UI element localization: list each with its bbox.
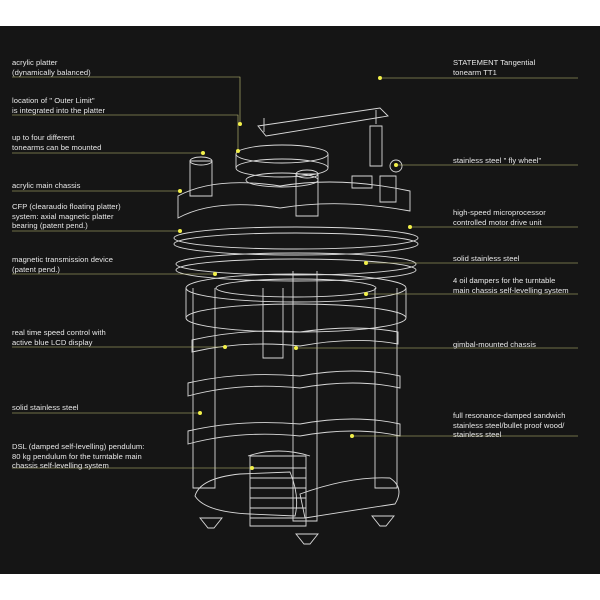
foot-left (199, 517, 223, 529)
post-left (189, 160, 213, 197)
platter-top (235, 144, 329, 164)
ring-band-4 (187, 418, 401, 445)
tonearm-pillar (369, 125, 383, 167)
acrylic-chassis (177, 181, 411, 219)
post-right (379, 175, 397, 203)
ring-band-2 (191, 327, 399, 353)
fly-wheel (389, 159, 403, 173)
platter-base (245, 172, 319, 188)
label-sandwich: full resonance-damped sandwich stainless… (453, 411, 566, 440)
turntable-drawing (12, 76, 578, 545)
foot-right (371, 515, 395, 527)
column-front (292, 271, 318, 522)
tonearm-beam (257, 107, 389, 137)
cfp-disc (173, 226, 419, 250)
turntable-outline (173, 107, 419, 545)
diagram-panel: acrylic platter (dynamically balanced) l… (0, 26, 600, 574)
label-acrylic-chassis: acrylic main chassis (12, 181, 81, 190)
label-tonearm: STATEMENT Tangential tonearm TT1 (453, 58, 536, 77)
label-oil-dampers: 4 oil dampers for the turntable main cha… (453, 276, 569, 295)
post-front (295, 173, 319, 217)
label-magnetic-transmission: magnetic transmission device (patent pen… (12, 255, 114, 274)
column-right (374, 288, 398, 489)
label-acrylic-platter: acrylic platter (dynamically balanced) (12, 58, 91, 77)
label-cfp: CFP (clearaudio floating platter) system… (12, 202, 121, 231)
transmission-disc (175, 252, 417, 276)
column-center (262, 288, 284, 359)
label-solid-steel-right: solid stainless steel (453, 254, 520, 263)
label-fly-wheel: stainless steel " fly wheel" (453, 156, 542, 165)
marker-dots (178, 76, 412, 470)
label-dsl-pendulum: DSL (damped self-levelling) pendulum: 80… (12, 442, 145, 471)
label-four-tonearms: up to four different tonearms can be mou… (12, 133, 102, 152)
leader-lines (12, 76, 578, 469)
label-microprocessor: high-speed microprocessor controlled mot… (453, 208, 546, 227)
ring-band-3 (187, 370, 401, 397)
base-ring-left (194, 471, 298, 517)
drum-bottom (185, 303, 407, 333)
column-left (192, 288, 216, 489)
label-outer-limit: location of " Outer Limit" is integrated… (12, 96, 106, 115)
label-solid-steel-left: solid stainless steel (12, 403, 79, 412)
label-gimbal: gimbal-mounted chassis (453, 340, 536, 349)
pendulum-stack (249, 455, 307, 527)
label-speed-control: real time speed control with active blue… (12, 328, 106, 347)
base-ring-right (299, 477, 400, 519)
foot-front (295, 533, 319, 545)
